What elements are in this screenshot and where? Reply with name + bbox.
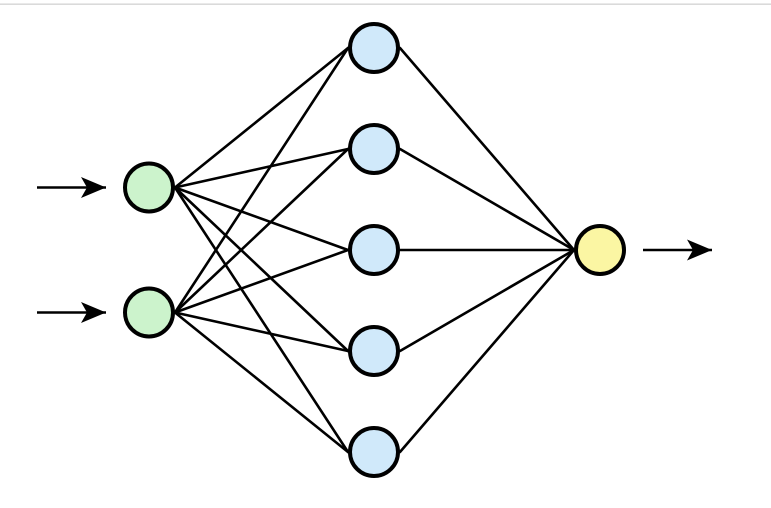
edge-input-2-hidden-4 xyxy=(173,311,350,353)
hidden-3-node xyxy=(348,224,400,276)
edge-input-1-hidden-1 xyxy=(173,46,350,189)
input-1-node xyxy=(123,161,175,214)
edge-hidden-4-output-1 xyxy=(398,248,576,353)
edge-input-2-hidden-3 xyxy=(173,248,350,314)
hidden-1-node xyxy=(348,22,400,74)
edge-input-2-hidden-5 xyxy=(173,311,350,454)
hidden-4-node xyxy=(348,325,400,377)
output-1-node xyxy=(574,224,626,276)
hidden-5-node xyxy=(348,426,400,478)
edge-input-1-hidden-2 xyxy=(173,147,350,189)
edge-input-2-hidden-1 xyxy=(173,46,350,314)
hidden-2-node xyxy=(348,123,400,175)
edge-hidden-5-output-1 xyxy=(398,248,576,454)
input-2-node xyxy=(123,286,175,339)
edge-hidden-2-output-1 xyxy=(398,147,576,252)
edge-input-1-hidden-4 xyxy=(173,186,350,353)
edge-input-1-hidden-3 xyxy=(173,186,350,252)
edge-input-1-hidden-5 xyxy=(173,186,350,454)
edge-hidden-1-output-1 xyxy=(398,46,576,252)
edge-input-2-hidden-2 xyxy=(173,147,350,314)
top-border xyxy=(0,3,771,5)
